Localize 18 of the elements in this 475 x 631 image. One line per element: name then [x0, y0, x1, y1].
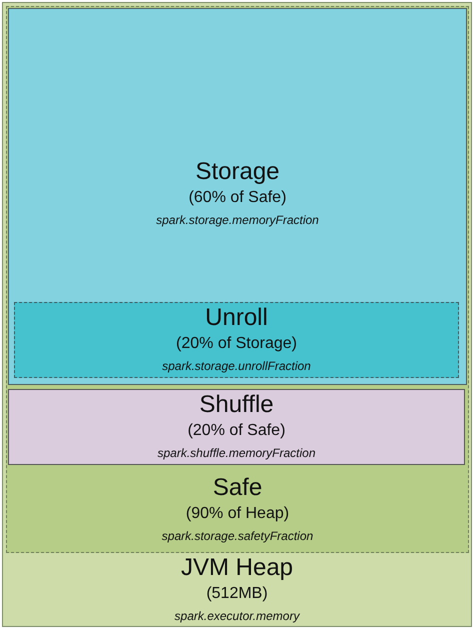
region-title: Shuffle — [199, 391, 274, 419]
config-property: spark.shuffle.memoryFraction — [157, 445, 316, 462]
config-property: spark.executor.memory — [174, 608, 300, 625]
config-property: spark.storage.safetyFraction — [162, 528, 314, 545]
region-share-text: (20% of Storage) — [176, 334, 297, 354]
region-share-text: (90% of Heap) — [186, 504, 290, 524]
config-property: spark.storage.memoryFraction — [156, 212, 319, 229]
region-share-text: (60% of Safe) — [188, 188, 286, 208]
region-title: Unroll — [205, 304, 268, 332]
region-share-text: (20% of Safe) — [188, 421, 286, 441]
region-share-text: (512MB) — [206, 584, 268, 604]
region-title: Storage — [195, 158, 280, 186]
region-title: JVM Heap — [180, 554, 294, 582]
storage-region — [8, 8, 467, 385]
shuffle-region — [8, 389, 465, 465]
region-title: Safe — [212, 474, 262, 502]
config-property: spark.storage.unrollFraction — [162, 358, 311, 375]
unroll-region — [14, 302, 459, 378]
